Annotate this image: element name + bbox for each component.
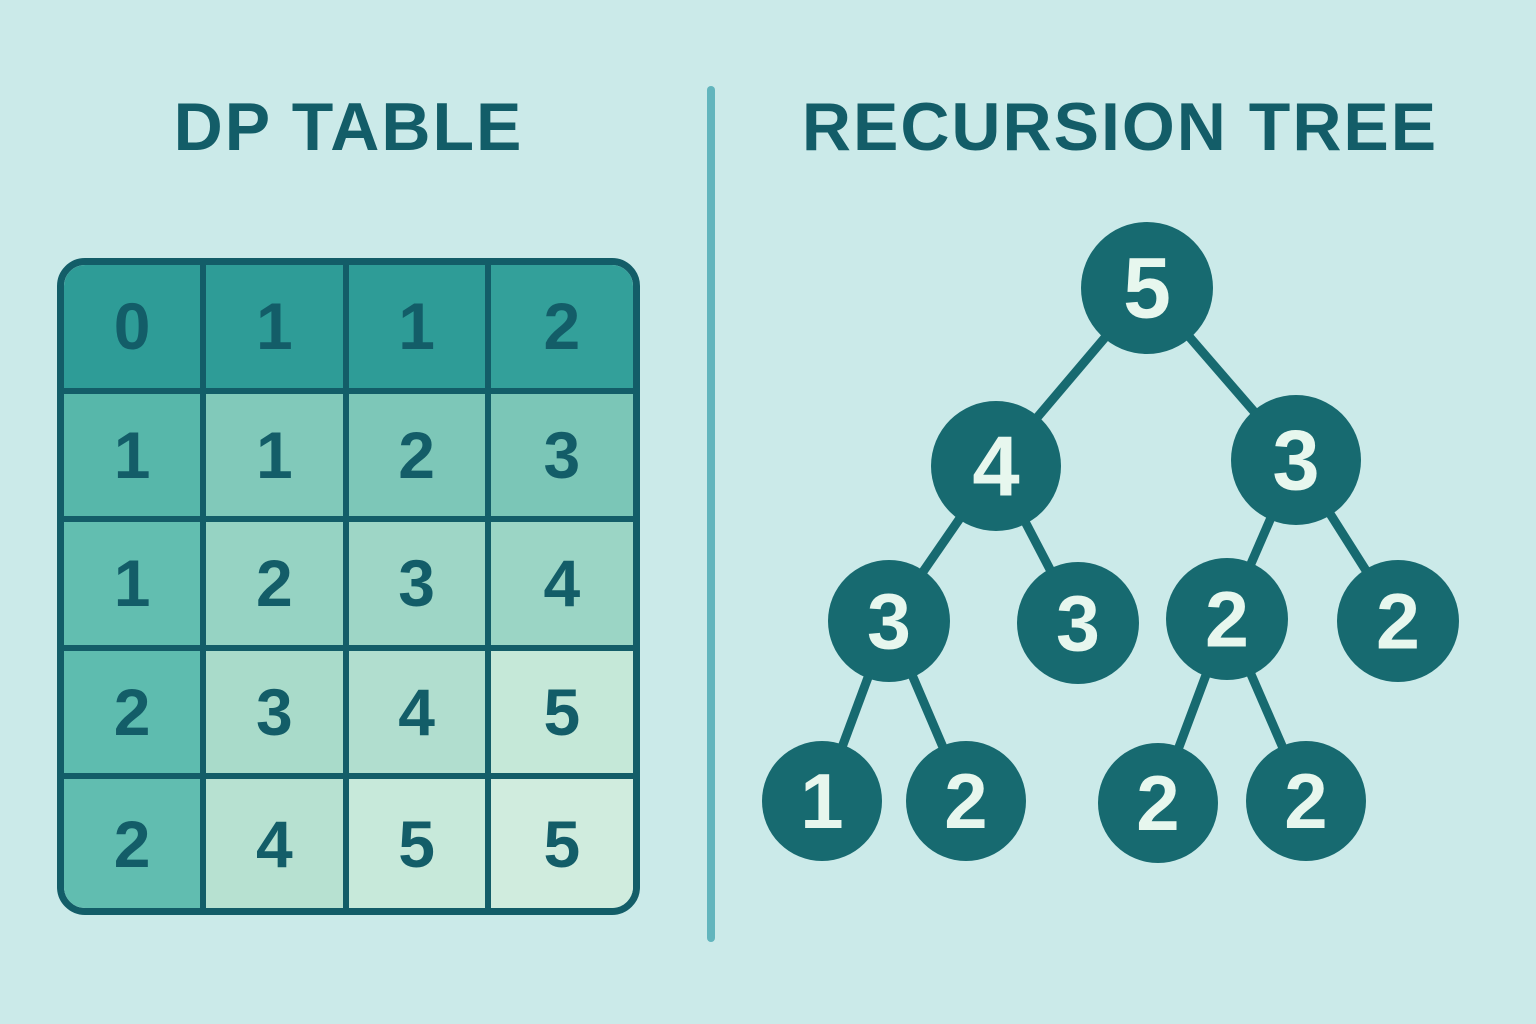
dp-cell-r4c3: 5: [490, 779, 633, 908]
dp-cell-r2c3: 4: [490, 522, 633, 651]
tree-node-label: 2: [1205, 574, 1249, 663]
tree-node-circle: [1098, 743, 1218, 863]
tree-node-n3b: 3: [1017, 562, 1139, 684]
dp-table-title: DP TABLE: [173, 89, 524, 165]
dp-cell-r0c2: 1: [348, 265, 491, 394]
panel-divider: [707, 86, 715, 942]
dp-cell-r2c1: 2: [206, 522, 349, 651]
tree-node-n4: 4: [931, 401, 1061, 531]
tree-node-n2c: 2: [906, 741, 1026, 861]
tree-node-label: 4: [972, 419, 1019, 514]
tree-node-n2d: 2: [1098, 743, 1218, 863]
tree-node-circle: [931, 401, 1061, 531]
tree-node-label: 2: [1284, 757, 1327, 845]
dp-cell-r4c0: 2: [64, 779, 207, 908]
dp-cell-r2c2: 3: [348, 522, 491, 651]
tree-node-n2b: 2: [1337, 560, 1459, 682]
dp-cell-r0c0: 0: [64, 265, 207, 394]
tree-node-label: 2: [1376, 576, 1420, 665]
recursion-tree-title: RECURSION TREE: [801, 89, 1439, 165]
tree-node-n3: 3: [1231, 395, 1361, 525]
tree-node-label: 2: [944, 757, 987, 845]
tree-node-label: 5: [1123, 241, 1171, 337]
tree-node-label: 3: [1056, 578, 1100, 667]
dp-cell-r3c0: 2: [64, 650, 207, 780]
dp-cell-r4c2: 5: [348, 779, 491, 908]
dp-cell-r2c0: 1: [64, 522, 207, 651]
tree-node-n3a: 3: [828, 560, 950, 682]
dp-cell-r1c3: 3: [490, 393, 633, 523]
tree-node-label: 2: [1136, 759, 1179, 847]
tree-node-n2a: 2: [1166, 558, 1288, 680]
tree-node-label: 3: [867, 576, 911, 665]
tree-node-circle: [1337, 560, 1459, 682]
dp-cell-r1c0: 1: [64, 393, 207, 523]
tree-node-circle: [1246, 741, 1366, 861]
tree-node-circle: [906, 741, 1026, 861]
tree-node-circle: [1166, 558, 1288, 680]
dp-cell-r3c3: 5: [490, 650, 633, 780]
dp-cell-r3c2: 4: [348, 650, 491, 780]
dp-cell-r3c1: 3: [206, 650, 349, 780]
dp-cell-r0c1: 1: [206, 265, 349, 394]
tree-node-circle: [828, 560, 950, 682]
tree-node-circle: [1017, 562, 1139, 684]
dp-cell-r1c2: 2: [348, 393, 491, 523]
tree-node-circle: [762, 741, 882, 861]
dp-cell-r1c1: 1: [206, 393, 349, 523]
tree-node-circle: [1231, 395, 1361, 525]
dp-cell-r0c3: 2: [490, 265, 633, 394]
tree-node-n5: 5: [1081, 222, 1213, 354]
tree-node-n1: 1: [762, 741, 882, 861]
tree-node-circle: [1081, 222, 1213, 354]
tree-node-n2e: 2: [1246, 741, 1366, 861]
dp-cell-r4c1: 4: [206, 779, 349, 908]
tree-node-label: 1: [800, 757, 843, 845]
tree-node-label: 3: [1272, 413, 1319, 508]
